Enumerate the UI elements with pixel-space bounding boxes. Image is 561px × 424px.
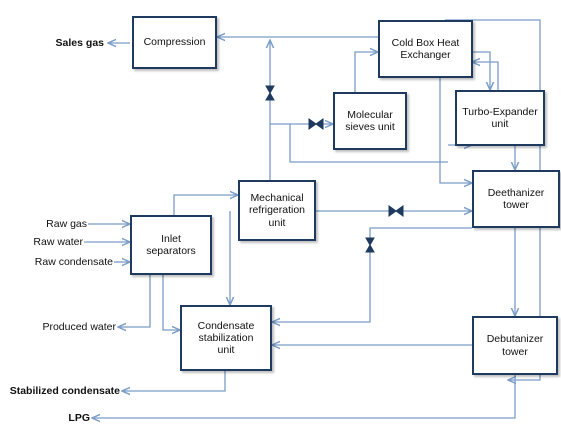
- molecular-sieves-unit-box: Molecular sieves unit: [333, 92, 407, 150]
- stream-label-lpg: LPG: [68, 412, 90, 424]
- deethanizer-tower-box: Deethanizer tower: [472, 170, 560, 228]
- inlet-separators-box: Inlet separators: [130, 215, 212, 275]
- flow-line: [470, 51, 490, 90]
- debutanizer-tower-box: Debutanizer tower: [472, 316, 558, 375]
- flow-line: [289, 124, 448, 163]
- stream-label-raw-water: Raw water: [33, 236, 83, 248]
- valve-icon: [265, 85, 275, 101]
- turbo-expander-unit-box: Turbo-Expander unit: [455, 90, 545, 146]
- stream-label-raw-gas: Raw gas: [46, 218, 87, 230]
- flow-line: [162, 275, 180, 330]
- flow-line: [472, 62, 499, 90]
- stream-label-produced-water: Produced water: [42, 321, 116, 333]
- flow-line: [92, 375, 516, 418]
- valve-icon: [308, 118, 324, 130]
- stream-label-stabilized-condensate: Stabilized condensate: [9, 385, 120, 397]
- stream-label-raw-condensate: Raw condensate: [34, 256, 113, 268]
- valve-icon: [388, 205, 404, 217]
- condensate-stabilization-unit-box: Condensate stabilization unit: [180, 305, 272, 371]
- flow-line: [173, 195, 238, 215]
- flow-line: [354, 52, 378, 92]
- stream-label-sales-gas: Sales gas: [55, 37, 104, 49]
- flow-line: [439, 78, 472, 183]
- flow-line: [122, 371, 226, 391]
- cold-box-heat-exchanger-box: Cold Box Heat Exchanger: [378, 20, 473, 78]
- compression-box: Compression: [132, 16, 217, 69]
- valve-icon: [365, 237, 375, 253]
- flow-line: [272, 227, 472, 322]
- mechanical-refrigeration-unit-box: Mechanical refrigeration unit: [238, 180, 316, 241]
- flow-line: [118, 275, 151, 327]
